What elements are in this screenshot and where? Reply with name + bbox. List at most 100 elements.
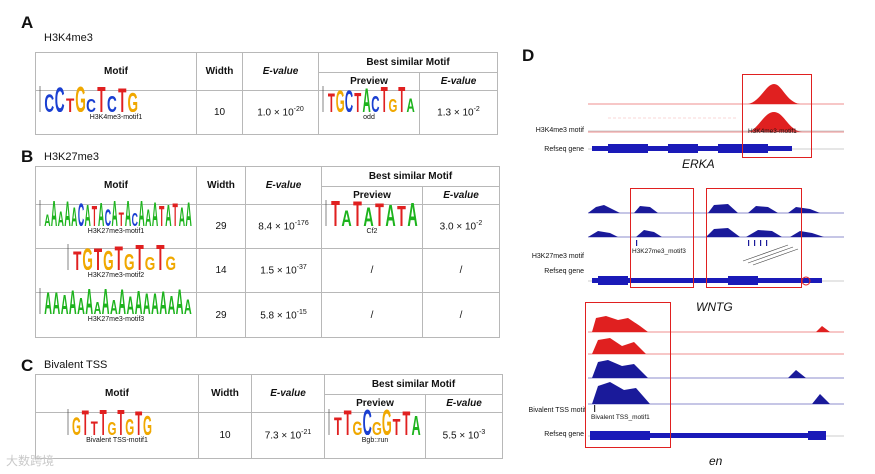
motif-table-a: Motif Width E-value Best similar Motif P… <box>35 52 498 135</box>
logo-letter: A <box>152 198 158 226</box>
logo-letter: A <box>145 204 151 225</box>
logo-letter: A <box>64 198 70 226</box>
evalue-cell: 1.5 × 10-37 <box>245 248 322 293</box>
evalue-base: 1.3 × 10 <box>437 107 474 119</box>
logo-letter: T <box>118 84 126 112</box>
logo-letter: A <box>143 287 151 314</box>
en-refseq-label: Refseq gene <box>544 431 584 438</box>
motif-name: Bivalent TSS-motif1 <box>86 436 148 444</box>
logo-letter: A <box>126 293 134 314</box>
header-motif: Motif <box>35 166 197 205</box>
erka-highlight-box <box>742 74 812 158</box>
erka-refseq-label: Refseq gene <box>544 146 584 153</box>
evalue-exponent: -15 <box>296 308 307 316</box>
logo-letter: G <box>389 96 398 112</box>
evalue-base: 8.4 × 10 <box>258 221 295 233</box>
logo-letter: G <box>124 250 135 270</box>
en-gene-model <box>588 431 844 440</box>
preview-cell: / <box>321 248 423 293</box>
logo-letter: G <box>382 407 392 435</box>
evalue-cell: 1.0 × 10-20 <box>242 90 319 135</box>
logo-letter: T <box>115 242 123 270</box>
logo-letter: A <box>58 206 64 226</box>
motif-table-c: Motif Width E-value Best similar Motif P… <box>35 374 503 459</box>
panel-title-b: H3K27me3 <box>44 151 100 163</box>
evalue-exponent: -2 <box>476 220 483 228</box>
logo-letter: G <box>125 413 134 435</box>
logo-letter: T <box>354 87 361 112</box>
logo-letter: A <box>71 203 77 226</box>
logo-letter: T <box>334 413 342 434</box>
logo-letter: C <box>107 92 117 112</box>
panel-letter-c: C <box>21 356 34 375</box>
header-best-similar: Best similar Motif <box>321 166 500 187</box>
logo-letter: G <box>143 410 152 435</box>
bivalent-signal-tracks <box>588 316 844 405</box>
bivalent-motif-label: Bivalent TSS motif <box>528 407 586 414</box>
header-evalue: E-value <box>242 52 319 91</box>
panel-letter-a: A <box>21 13 34 32</box>
gene-name-en: en <box>709 454 723 468</box>
logo-letter: A <box>85 198 91 225</box>
motif-name: H3K27me3-motif1 <box>87 227 145 235</box>
logo-letter: C <box>86 96 96 112</box>
logo-letter: G <box>166 252 176 269</box>
logo-letter: G <box>108 419 117 435</box>
header-evalue-2: E-value <box>419 72 498 91</box>
gene-name-wntg: WNTG <box>696 300 733 314</box>
preview-cell: / <box>321 292 423 338</box>
wntg-highlight-box-1 <box>630 188 694 288</box>
logo-letter: T <box>397 200 406 225</box>
panel-letter-b: B <box>21 147 34 166</box>
logo-letter: A <box>135 286 143 314</box>
similar-motif-name: Cf2 <box>366 227 378 235</box>
logo-letter: T <box>381 84 388 112</box>
logo-letter: T <box>92 201 97 225</box>
logo-letter: G <box>336 84 345 112</box>
evalue-cell: 8.4 × 10-176 <box>245 204 322 249</box>
logo-letter: T <box>91 417 98 434</box>
logo-letter: A <box>52 286 60 314</box>
evalue-cell: 7.3 × 10-21 <box>251 412 325 459</box>
erka-motif-site <box>588 122 844 132</box>
logo-letter: A <box>385 199 395 226</box>
evalue-exponent: -37 <box>296 264 307 272</box>
header-width: Width <box>196 166 246 205</box>
en-highlight-box <box>585 302 671 448</box>
logo-letter: T <box>94 242 102 269</box>
evalue-base: 5.5 × 10 <box>442 430 480 442</box>
en-motif-site <box>594 405 596 412</box>
panel-title-c: Bivalent TSS <box>44 359 108 371</box>
header-evalue-2: E-value <box>422 186 500 205</box>
logo-letter: T <box>73 245 81 269</box>
logo-letter: T <box>344 407 352 435</box>
logo-letter: T <box>119 210 124 225</box>
logo-letter: C <box>363 407 372 435</box>
header-width: Width <box>196 52 243 91</box>
evalue-base: 7.3 × 10 <box>264 430 302 442</box>
header-evalue: E-value <box>245 166 322 205</box>
logo-letter: G <box>145 254 156 270</box>
logo-letter: A <box>118 286 126 314</box>
bivalent-motif-name: Bivalent TSS_motif1 <box>591 414 650 421</box>
erka-gene-model <box>588 144 844 153</box>
panel-letter-d: D <box>522 46 535 65</box>
width-cell: 29 <box>196 204 246 249</box>
logo-letter: T <box>328 88 335 111</box>
panel-title-a: H3K4me3 <box>44 32 93 44</box>
watermark: 大数跨境 <box>6 454 55 468</box>
logo-letter: G <box>82 242 93 269</box>
wntg-motif-sites <box>636 240 799 266</box>
logo-letter: A <box>94 299 102 314</box>
logo-letter: A <box>51 198 57 226</box>
logo-letter: A <box>151 287 159 314</box>
